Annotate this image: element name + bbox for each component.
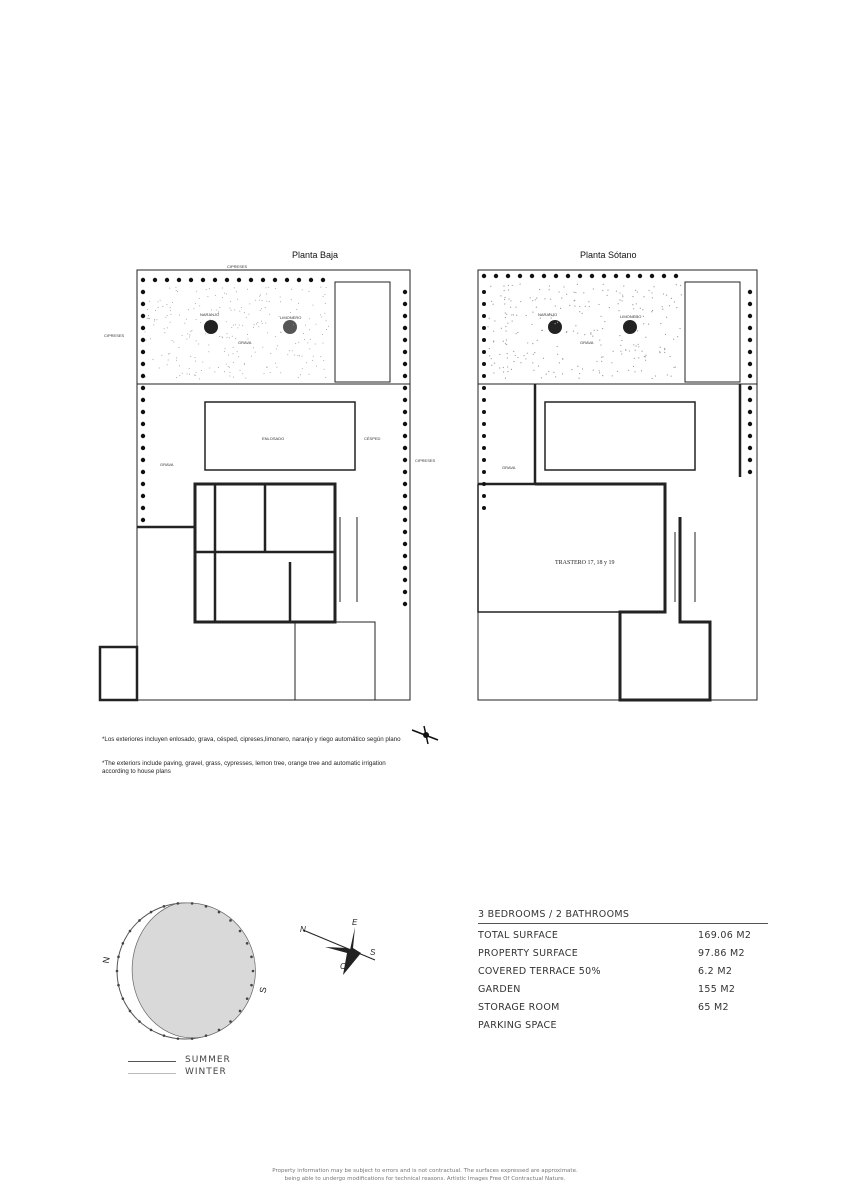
summary-heading: 3 BEDROOMS / 2 BATHROOMS — [478, 909, 768, 924]
basement-plan — [477, 269, 758, 702]
row-value: 97.86 M2 — [698, 948, 745, 959]
disclaimer-line-1: Property information may be subject to e… — [272, 1168, 578, 1174]
label-gravel: GRAVA — [238, 340, 252, 345]
compass-e: E — [352, 918, 358, 927]
row-label: GARDEN — [478, 984, 521, 995]
sun-path-diagram — [115, 902, 256, 1040]
row-value: 155 M2 — [698, 984, 736, 995]
disclaimer: Property information may be subject to e… — [190, 1167, 660, 1183]
ground-floor-plan — [98, 269, 411, 702]
row-label: COVERED TERRACE 50% — [478, 966, 601, 977]
summary-row: PARKING SPACE — [478, 1020, 768, 1038]
basement-title: Planta Sótano — [580, 250, 637, 260]
label-orange: NARANJO — [200, 312, 220, 317]
label-paving: ENLOSADO — [262, 436, 285, 441]
row-value: 65 M2 — [698, 1002, 729, 1013]
label-cypress-left: CIPRESES — [104, 333, 125, 338]
row-value: 169.06 M2 — [698, 930, 752, 941]
basement-label-gravel-side: GRAVA — [502, 465, 516, 470]
basement-label-gravel: GRAVA — [580, 340, 594, 345]
summer-line — [128, 1061, 176, 1062]
north-arrow-icon — [411, 725, 439, 745]
summary-row: STORAGE ROOM 65 M2 — [478, 1002, 768, 1020]
row-label: STORAGE ROOM — [478, 1002, 560, 1013]
legend-summer: SUMMER — [185, 1055, 231, 1065]
note-spanish: *Los exteriores incluyen enlosado, grava… — [102, 736, 401, 743]
compass-n: N — [300, 925, 306, 934]
ground-floor-title: Planta Baja — [292, 250, 339, 260]
summary-row: GARDEN 155 M2 — [478, 984, 768, 1002]
row-label: TOTAL SURFACE — [478, 930, 559, 941]
basement-label-orange: NARANJO — [538, 312, 558, 317]
row-label: PARKING SPACE — [478, 1020, 557, 1031]
row-value: 6.2 M2 — [698, 966, 733, 977]
legend-winter: WINTER — [185, 1067, 227, 1077]
row-label: PROPERTY SURFACE — [478, 948, 579, 959]
label-cypress-top: CIPRESES — [227, 264, 248, 269]
winter-line — [128, 1073, 176, 1074]
disclaimer-line-2: being able to undergo modifications for … — [284, 1176, 566, 1182]
compass-o: O — [340, 962, 347, 971]
basement-label-storage: TRASTERO 17, 18 y 19 — [555, 560, 615, 566]
compass-rose-icon — [302, 927, 376, 975]
summary-table: 3 BEDROOMS / 2 BATHROOMS TOTAL SURFACE 16… — [478, 909, 768, 1040]
summary-row: TOTAL SURFACE 169.06 M2 — [478, 930, 768, 948]
note-english: *The exteriors include paving, gravel, g… — [102, 760, 386, 775]
compass-s: S — [370, 948, 376, 957]
label-lawn: CÉSPED — [364, 436, 381, 441]
label-lemon: LIMONERO — [280, 315, 302, 320]
summary-row: PROPERTY SURFACE 97.86 M2 — [478, 948, 768, 966]
label-cypress-right: CIPRESES — [415, 458, 436, 463]
label-gravel-side: GRAVA — [160, 462, 174, 467]
summary-row: COVERED TERRACE 50% 6.2 M2 — [478, 966, 768, 984]
basement-label-lemon: LIMONERO — [620, 314, 642, 319]
